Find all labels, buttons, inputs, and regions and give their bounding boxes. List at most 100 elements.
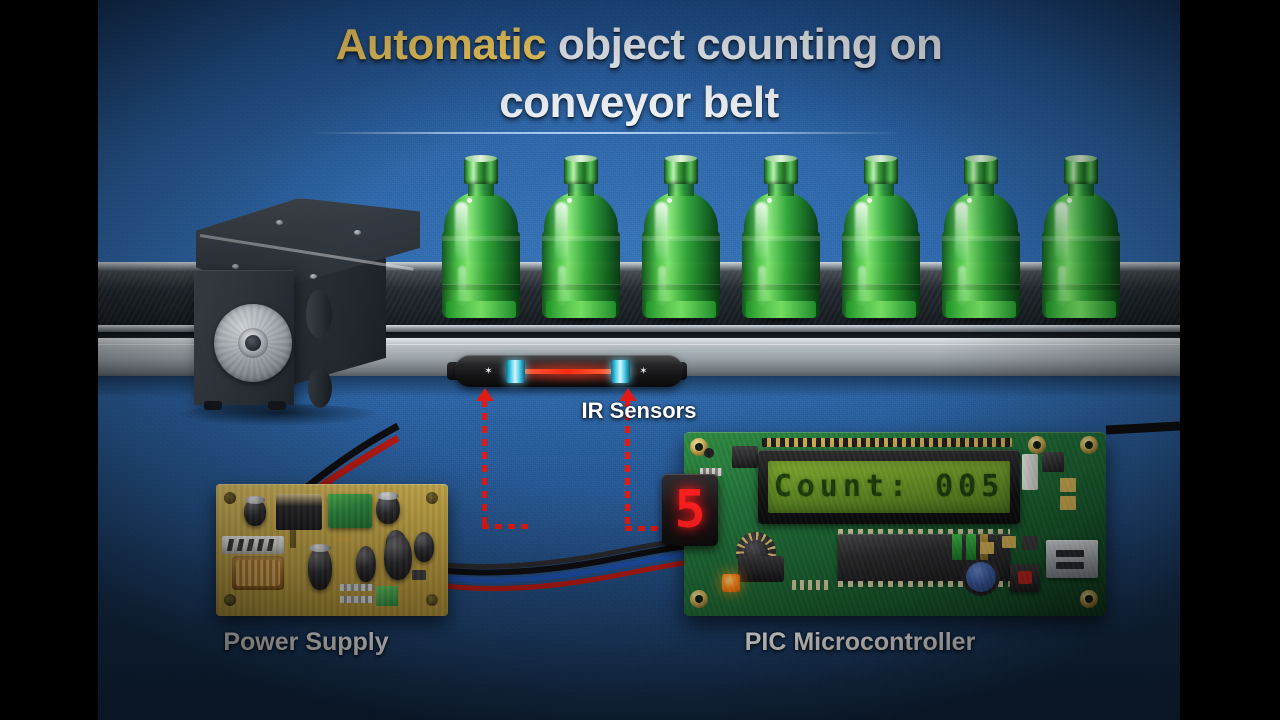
bottle-specular-dot [1067,198,1072,203]
bottle-highlight-lower [458,266,466,306]
pic-resistor-array [700,468,722,476]
bottle [738,155,824,325]
pic-regulator [1042,452,1064,472]
label-power-supply: Power Supply [223,628,389,656]
bottle-ring-lower [742,284,820,290]
bottle-cap-top [465,155,497,162]
motor-shadow [178,404,378,426]
bottle-ring-lower [842,284,920,290]
scene-photo: Automatic object counting on conveyor be… [98,0,1180,720]
callout-arrowhead-right [619,388,637,401]
power-supply-board [216,484,448,616]
callout-line-right-horizontal [625,526,687,531]
bottle-shadow [740,316,822,325]
conveyor-shadow [98,376,1180,398]
pic-led-green [952,534,962,560]
callout-line-left [482,400,487,528]
psu-mount-hole [224,594,236,606]
bottle [438,155,524,325]
bottle-ring-lower [542,284,620,290]
bottle-highlight-lower [658,266,666,306]
bottle-base-liquid [746,301,816,318]
conveyor-belt-edge [98,325,1180,332]
lcd-display-module: Count: 005 [758,450,1020,524]
bottle-ring-upper [542,236,620,241]
pic-smd-ic [1022,536,1038,550]
bottle-ring-lower [642,284,720,290]
pic-chip-pins-bottom [838,581,1010,587]
bottle-base-liquid [646,301,716,318]
seven-segment-digit: 5 [674,480,706,540]
bottle-specular-dot [767,198,772,203]
psu-mount-hole [224,492,236,504]
psu-transformer-black [276,494,322,530]
bottle-cap-top [1065,155,1097,162]
bottle-specular-dot [967,198,972,203]
pic-lcd-header-pins [762,438,1012,447]
bottle-cap [464,158,498,184]
psu-capacitor-top [309,544,331,552]
motor-screw [354,230,361,235]
psu-capacitor [414,532,434,562]
bottle-shadow [940,316,1022,325]
pic-black-connector [738,556,784,582]
bottle-highlight-lower [758,266,766,306]
psu-capacitor [356,546,376,582]
bottle-highlight [555,202,568,260]
bottle-neck [968,182,994,196]
psu-ic [412,570,426,580]
bottle-specular-dot [667,198,672,203]
bottle-cap-top [965,155,997,162]
lcd-count-text: Count: 005 [773,469,1005,504]
pic-usb-connector [1046,540,1098,578]
bottle-cap [964,158,998,184]
title-block: Automatic object counting on conveyor be… [98,16,1180,132]
pic-user-button-cap[interactable] [1018,571,1032,584]
pic-usb-slot [1056,550,1084,557]
bottle-highlight [855,202,868,260]
bottle-ring-upper [942,236,1020,241]
psu-capacitor-large [384,534,412,580]
bottle-neck [568,182,594,196]
motor-screw [232,264,239,269]
ir-marker-left-icon: ✶ [484,366,493,377]
bottle-cap [664,158,698,184]
wire-usb-cable [1105,421,1180,435]
bottle-ring-upper [742,236,820,241]
pic-reset-button[interactable] [966,562,996,592]
title-line-1: Automatic object counting on [98,16,1180,74]
title-line-2: conveyor belt [499,78,779,127]
bottle [1038,155,1124,325]
bottle-cap [864,158,898,184]
psu-capacitor-top [245,496,265,504]
bottle-shadow [640,316,722,325]
ir-marker-right-icon: ✶ [639,366,648,377]
pic-smd-pad [980,542,994,554]
motor-screw [276,220,283,225]
pic-mount-hole-center [1033,441,1041,449]
bottle-highlight-lower [958,266,966,306]
pic-usb-slot [1056,562,1084,569]
ir-beam [523,369,613,374]
pic-microcontroller-board: Count: 005 [662,432,1106,616]
psu-capacitor-large [308,546,332,590]
pic-connector-black [732,446,758,468]
bottle-highlight [955,202,968,260]
title-highlight-word: Automatic [335,20,547,69]
pic-via [704,448,714,458]
bottle-ring-upper [1042,236,1120,241]
lcd-screen: Count: 005 [768,461,1010,513]
bottle-cap-top [665,155,697,162]
bottle-cap-top [865,155,897,162]
ir-emitter-lens [506,360,525,383]
callout-line-right [625,400,630,530]
motor-roller-bottom [308,368,332,408]
pic-white-connector [1022,454,1038,490]
bottle-base-liquid [546,301,616,318]
bottle-specular-dot [567,198,572,203]
title-line-1-rest: object counting on [546,20,943,69]
bottle-highlight [755,202,768,260]
pic-chip-pins-top [838,529,1010,535]
bottle-ring-lower [442,284,520,290]
conveyor-motor-unit [158,198,420,463]
